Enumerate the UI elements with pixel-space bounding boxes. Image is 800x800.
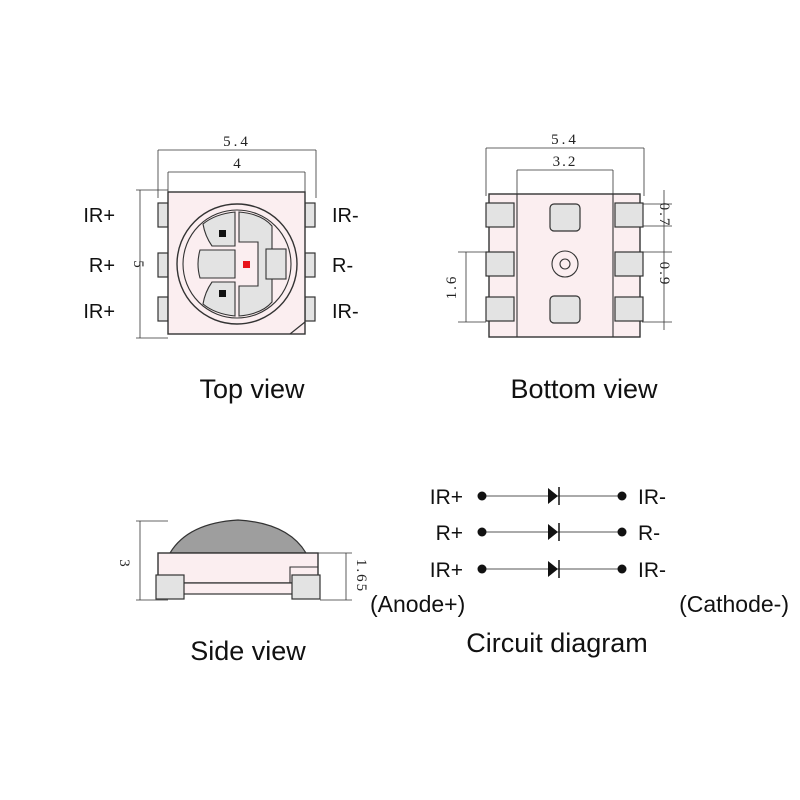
anode-label: (Anode+) — [370, 591, 465, 617]
top-pin-right-1: IR- — [332, 205, 359, 227]
circuit-diagram: IR+ R+ IR+ IR- R- IR- (Anode+) (Cathode-… — [370, 486, 789, 658]
circuit-diode-3 — [548, 560, 560, 578]
side-view-dimension-lines — [136, 520, 352, 601]
side-view-body — [157, 552, 319, 584]
bottom-view-caption: Bottom view — [510, 374, 658, 404]
top-view-pads — [157, 202, 316, 322]
top-inner-width-dim: 4 — [233, 156, 241, 172]
circuit-row-2-left: R+ — [436, 522, 463, 545]
side-view-pads — [155, 574, 321, 600]
circuit-row-3-left: IR+ — [430, 559, 463, 582]
circuit-row-3-right: IR- — [638, 559, 666, 582]
top-height-dim: 5 — [130, 260, 146, 268]
bottom-inner-width-dim: 3.2 — [553, 154, 578, 170]
top-view-caption: Top view — [199, 374, 305, 404]
top-view-ir-chip-lower — [219, 290, 226, 297]
circuit-caption: Circuit diagram — [466, 628, 648, 658]
circuit-diode-2 — [548, 523, 560, 541]
circuit-row-1-right: IR- — [638, 486, 666, 509]
top-view-ir-chip-upper — [219, 230, 226, 237]
side-view-lens — [168, 519, 308, 554]
side-height-dim: 3 — [116, 559, 132, 567]
bottom-view: 5.4 3.2 0.7 0.9 1.6 Bottom view — [444, 132, 672, 404]
bottom-view-dimension-lines — [458, 147, 672, 330]
top-view: 5.4 4 5 IR+ R+ IR+ I — [83, 134, 358, 404]
top-width-dim: 5.4 — [223, 134, 251, 150]
top-pin-left-1: IR+ — [83, 205, 115, 227]
bottom-left-dim: 1.6 — [444, 275, 460, 300]
top-pin-left-3: IR+ — [83, 301, 115, 323]
circuit-row-1-left: IR+ — [430, 486, 463, 509]
side-view-caption: Side view — [190, 636, 306, 666]
bottom-view-pads — [485, 202, 644, 324]
top-pin-right-3: IR- — [332, 301, 359, 323]
side-view: 3 1.65 Side view — [116, 519, 369, 666]
circuit-terminals — [477, 491, 627, 574]
top-view-chamfer — [289, 321, 306, 335]
top-pin-left-2: R+ — [89, 255, 115, 277]
cathode-label: (Cathode-) — [679, 591, 789, 617]
top-pin-right-2: R- — [332, 255, 353, 277]
bottom-pitch-dim: 0.9 — [656, 262, 672, 287]
circuit-diode-1 — [548, 487, 560, 505]
top-view-lead-frame — [197, 211, 287, 317]
top-view-dimension-lines — [136, 149, 317, 339]
bottom-width-dim: 5.4 — [551, 132, 579, 148]
side-body-dim: 1.65 — [353, 559, 369, 593]
bottom-pad-dim: 0.7 — [656, 203, 672, 228]
bottom-view-center-dot — [559, 258, 571, 270]
top-view-red-chip — [243, 261, 250, 268]
circuit-row-2-right: R- — [638, 522, 660, 545]
